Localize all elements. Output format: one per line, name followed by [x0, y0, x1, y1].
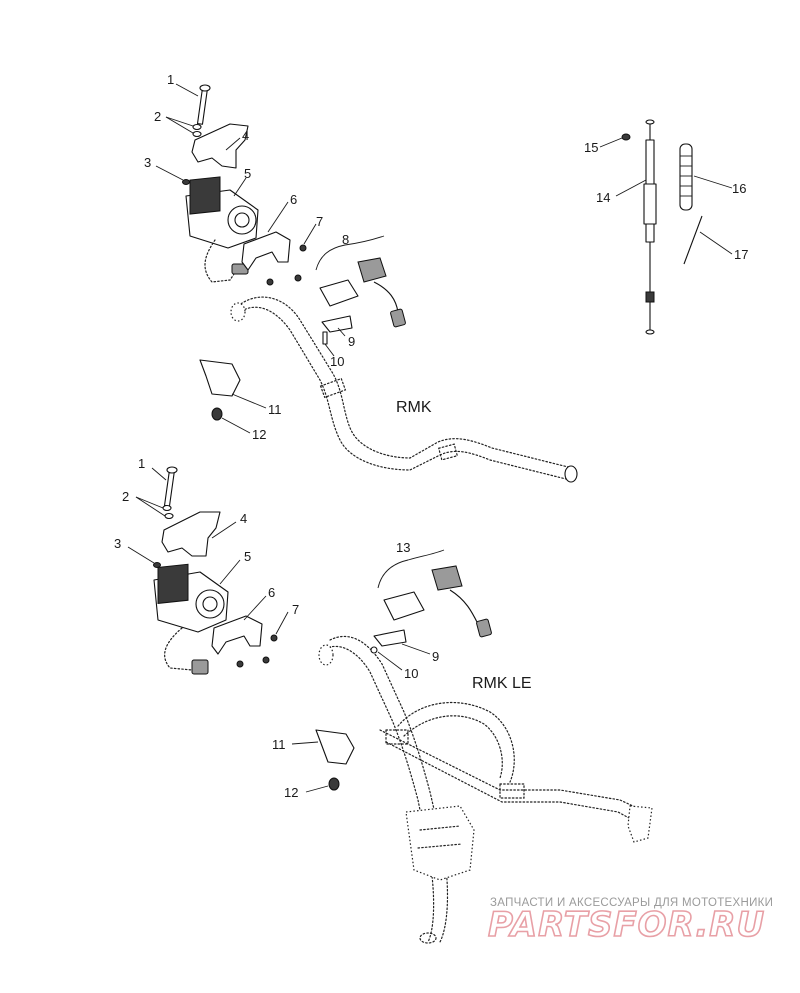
rmk-callout-6: 6 [290, 192, 297, 207]
cable-callout-14: 14 [596, 190, 610, 205]
cable-callout-16: 16 [732, 181, 746, 196]
rmk-callout-9: 9 [348, 334, 355, 349]
cable-assembly: 15 14 16 17 [584, 119, 748, 335]
rmk-washer-lower [192, 130, 202, 138]
rmk-le-screw-b [262, 656, 270, 664]
rmk-le-washer-lower [164, 512, 174, 520]
rmk-le-callout-3: 3 [114, 536, 121, 551]
rmk-callout-3: 3 [144, 155, 151, 170]
rmk-switch-cover [241, 231, 291, 271]
rmk-le-nut [153, 562, 161, 568]
rmk-le-bolt-head [166, 466, 178, 474]
rmk-wire-loop [204, 239, 239, 283]
rmk-screw-c [299, 244, 307, 252]
rmk-le-screw-c [270, 634, 278, 642]
watermark-logo: PARTSFOR.RU [488, 905, 765, 945]
cable-callout-15: 15 [584, 140, 598, 155]
rmk-callout-8: 8 [342, 232, 349, 247]
cable-callout-17: 17 [734, 247, 748, 262]
rmk-le-callout-6: 6 [268, 585, 275, 600]
rmk-le-clamp-bracket [161, 511, 221, 557]
rmk-le-clip [373, 629, 407, 647]
rmk-le-switch-cover [211, 615, 263, 655]
rmk-callout-1: 1 [167, 72, 174, 87]
rmk-le-callout-2: 2 [122, 489, 129, 504]
cable-nut [621, 133, 631, 141]
rmk-nut [182, 179, 190, 185]
rmk-bolt [196, 84, 211, 125]
rmk-clamp-bracket [191, 123, 249, 169]
rmk-le-clip-screw [370, 646, 378, 654]
cable-sleeve [679, 143, 693, 211]
rmk-le-callout-9: 9 [432, 649, 439, 664]
rmk-le-handlebar [318, 635, 653, 944]
rmk-le-switch-assembly [383, 565, 492, 638]
section-label-rmk: RMK [396, 399, 432, 416]
rmk-le-callout-11: 11 [272, 737, 286, 752]
rmk-le-callout-1: 1 [138, 456, 145, 471]
rmk-le-mount-block [315, 729, 355, 765]
rmk-le-callout-4: 4 [240, 511, 247, 526]
rmk-callout-11: 11 [268, 402, 282, 417]
rmk-le-callout-12: 12 [284, 785, 298, 800]
rmk-callout-10: 10 [330, 354, 344, 369]
watermark-tagline: ЗАПЧАСТИ И АКСЕССУАРЫ ДЛЯ МОТОТЕХНИКИ [490, 897, 773, 909]
rmk-switch-assembly [319, 257, 406, 328]
rmk-assembly: 1 2 3 4 5 6 7 8 9 10 11 12 RMK [144, 72, 578, 483]
rmk-le-screw-a [236, 660, 244, 668]
rmk-le-assembly: 1 2 3 4 5 6 7 9 10 11 12 13 RMK LE [114, 456, 653, 944]
rmk-screw-a [266, 278, 274, 286]
rmk-le-washer-upper [162, 504, 172, 512]
rmk-le-grommet [328, 777, 340, 791]
rmk-handlebar [230, 296, 578, 483]
rmk-grommet [211, 407, 223, 421]
rmk-callout-5: 5 [244, 166, 251, 181]
rmk-le-bolt [163, 469, 176, 507]
rmk-washer-upper [192, 123, 202, 131]
rmk-callout-12: 12 [252, 427, 266, 442]
rmk-le-wire-loop [164, 627, 193, 671]
rmk-le-throttle-housing [153, 563, 229, 633]
rmk-le-connector [191, 659, 209, 675]
rmk-le-callout-5: 5 [244, 549, 251, 564]
rmk-screw-b [294, 274, 302, 282]
rmk-throttle-housing [185, 176, 259, 249]
rmk-callout-2: 2 [154, 109, 161, 124]
cable-rod [683, 215, 703, 265]
rmk-le-callout-13: 13 [396, 540, 410, 555]
rmk-clip [321, 315, 353, 333]
rmk-le-callout-7: 7 [292, 602, 299, 617]
rmk-clip-screw [322, 331, 328, 345]
rmk-callout-4: 4 [242, 128, 249, 143]
rmk-callout-7: 7 [316, 214, 323, 229]
section-label-rmk-le: RMK LE [472, 675, 532, 692]
watermark: ЗАПЧАСТИ И АКСЕССУАРЫ ДЛЯ МОТОТЕХНИКИ PA… [487, 897, 773, 946]
rmk-le-callout-10: 10 [404, 666, 418, 681]
rmk-mount-block [199, 359, 241, 397]
